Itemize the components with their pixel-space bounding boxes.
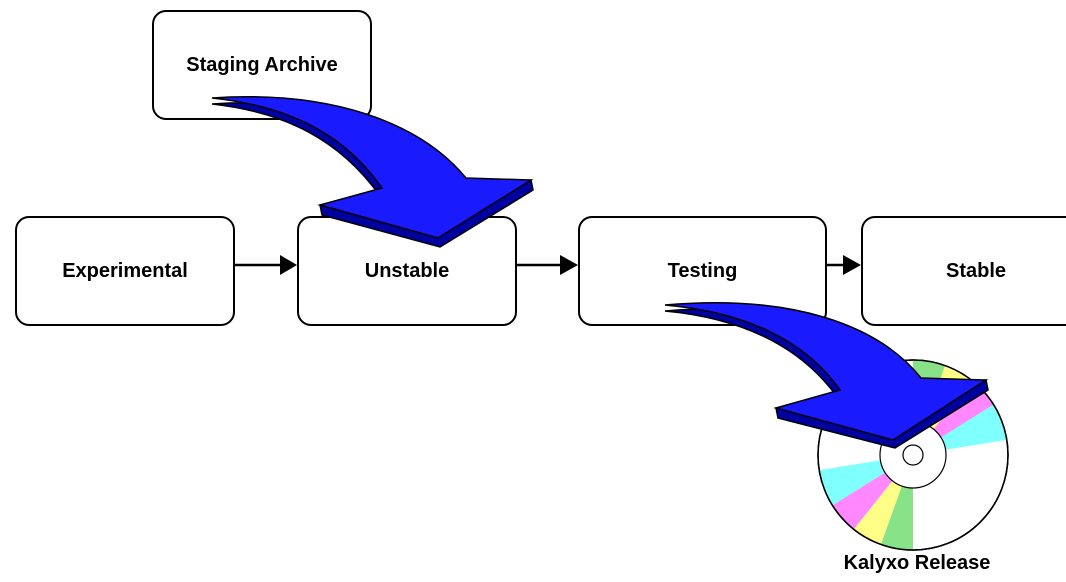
stable-label: Stable [945,259,1007,282]
experimental-box: Experimental [15,216,235,326]
flow-arrow-unstable-testing [517,255,578,275]
staging-archive-label: Staging Archive [186,53,338,76]
testing-label: Testing [667,259,738,282]
kalyxo-release-label: Kalyxo Release [843,552,991,574]
curved-arrow-icon [211,96,534,248]
unstable-label: Unstable [364,259,450,282]
stable-box: Stable [861,216,1066,326]
flow-arrow-testing-stable [827,255,861,275]
curved-arrow-icon [664,302,989,449]
flow-arrow-experimental-unstable [235,255,297,275]
experimental-label: Experimental [62,259,188,282]
